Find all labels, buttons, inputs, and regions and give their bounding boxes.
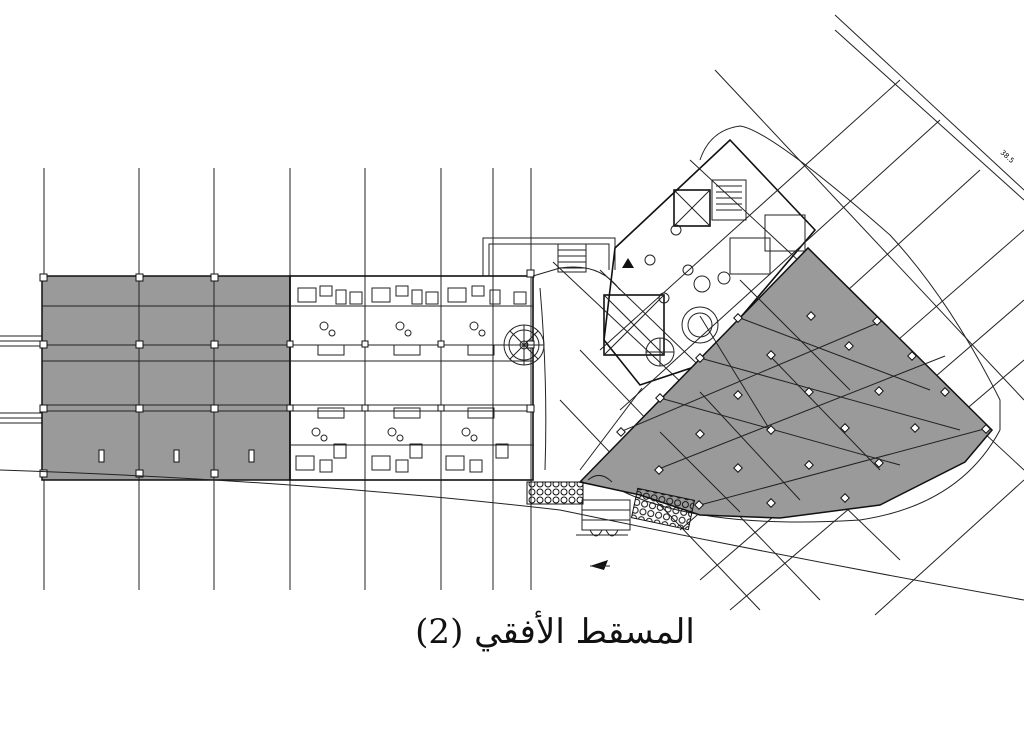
- spiral-stair-icon: [503, 324, 545, 366]
- east-hatched-block: [578, 246, 994, 519]
- entrance: [576, 475, 631, 537]
- tree-cluster-icon: [526, 481, 696, 531]
- stair-icon: [557, 243, 587, 273]
- dimension-label: 38.5: [999, 149, 1016, 165]
- lobby-link: [539, 261, 701, 471]
- access-bridges: [0, 335, 44, 424]
- upper-corridor: [482, 237, 621, 291]
- drawing-caption: المسقط الأفقي (2): [415, 612, 695, 652]
- dimension-line: 38.5: [834, 29, 1024, 201]
- guest-rooms-block: [286, 269, 535, 481]
- north-arrow-icon: [590, 560, 610, 570]
- west-hatched-block: [39, 273, 291, 481]
